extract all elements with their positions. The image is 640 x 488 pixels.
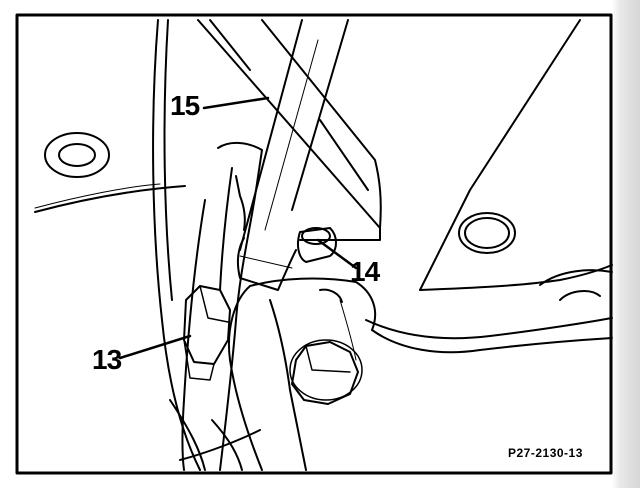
- rod-left-edge: [239, 19, 303, 251]
- lower-link-loop: [319, 288, 343, 303]
- bolt-14-body: [297, 227, 337, 263]
- hex-nut-lower-washer: [289, 339, 363, 401]
- callout-15: 15: [170, 90, 200, 121]
- right-plate-bottom: [419, 264, 613, 291]
- rod-right-edge: [291, 19, 349, 211]
- leader-13: [118, 334, 192, 360]
- lower-link-curve-2: [365, 317, 613, 340]
- lower-link-strap: [269, 299, 307, 471]
- mounting-hole-right-outer: [458, 212, 516, 254]
- arm-bracket: [217, 142, 263, 471]
- callout-13: 13: [92, 344, 122, 375]
- hex-nut-lower-face: [305, 345, 351, 373]
- hex-nut-13: [183, 285, 231, 365]
- mounting-hole-right-inner: [464, 217, 510, 249]
- right-arm-hook: [559, 290, 601, 301]
- arm-bracket-left: [181, 199, 206, 471]
- callout-14: 14: [350, 256, 380, 287]
- bracket-15-side: [319, 119, 369, 191]
- lower-link-curve: [371, 329, 613, 354]
- hex-nut-13-base: [183, 339, 215, 381]
- bolt-14-head: [301, 227, 331, 245]
- rim-curve-2: [211, 419, 243, 471]
- rod-sleeve-ring: [239, 255, 293, 269]
- arm-bracket-inner: [219, 167, 233, 291]
- rim-curve-1: [169, 399, 206, 471]
- arm-bracket-slot: [235, 175, 246, 231]
- housing-curve-left: [152, 19, 201, 471]
- hex-nut-13-face: [199, 285, 229, 323]
- lower-link-left: [228, 285, 263, 471]
- right-arm-top: [539, 269, 613, 286]
- frame-border: [15, 13, 613, 475]
- leader-15: [202, 96, 270, 110]
- lower-link-top: [249, 277, 377, 331]
- mounting-hole-left-outer: [44, 132, 110, 178]
- rod-shade: [264, 39, 319, 231]
- floor-line-2: [34, 183, 161, 209]
- bracket-15-inner: [261, 19, 382, 229]
- bracket-15: [197, 19, 381, 241]
- hex-nut-lower: [291, 341, 359, 405]
- leader-14: [316, 238, 358, 270]
- rim-curve-3: [179, 429, 261, 461]
- mounting-hole-left-inner: [58, 143, 96, 167]
- figure-code: P27-2130-13: [508, 446, 583, 460]
- bracket-15-edge: [209, 19, 251, 71]
- floor-line: [34, 185, 186, 213]
- right-plate: [419, 19, 581, 291]
- lower-link-strap-2: [339, 299, 357, 361]
- housing-curve-inner: [163, 19, 173, 301]
